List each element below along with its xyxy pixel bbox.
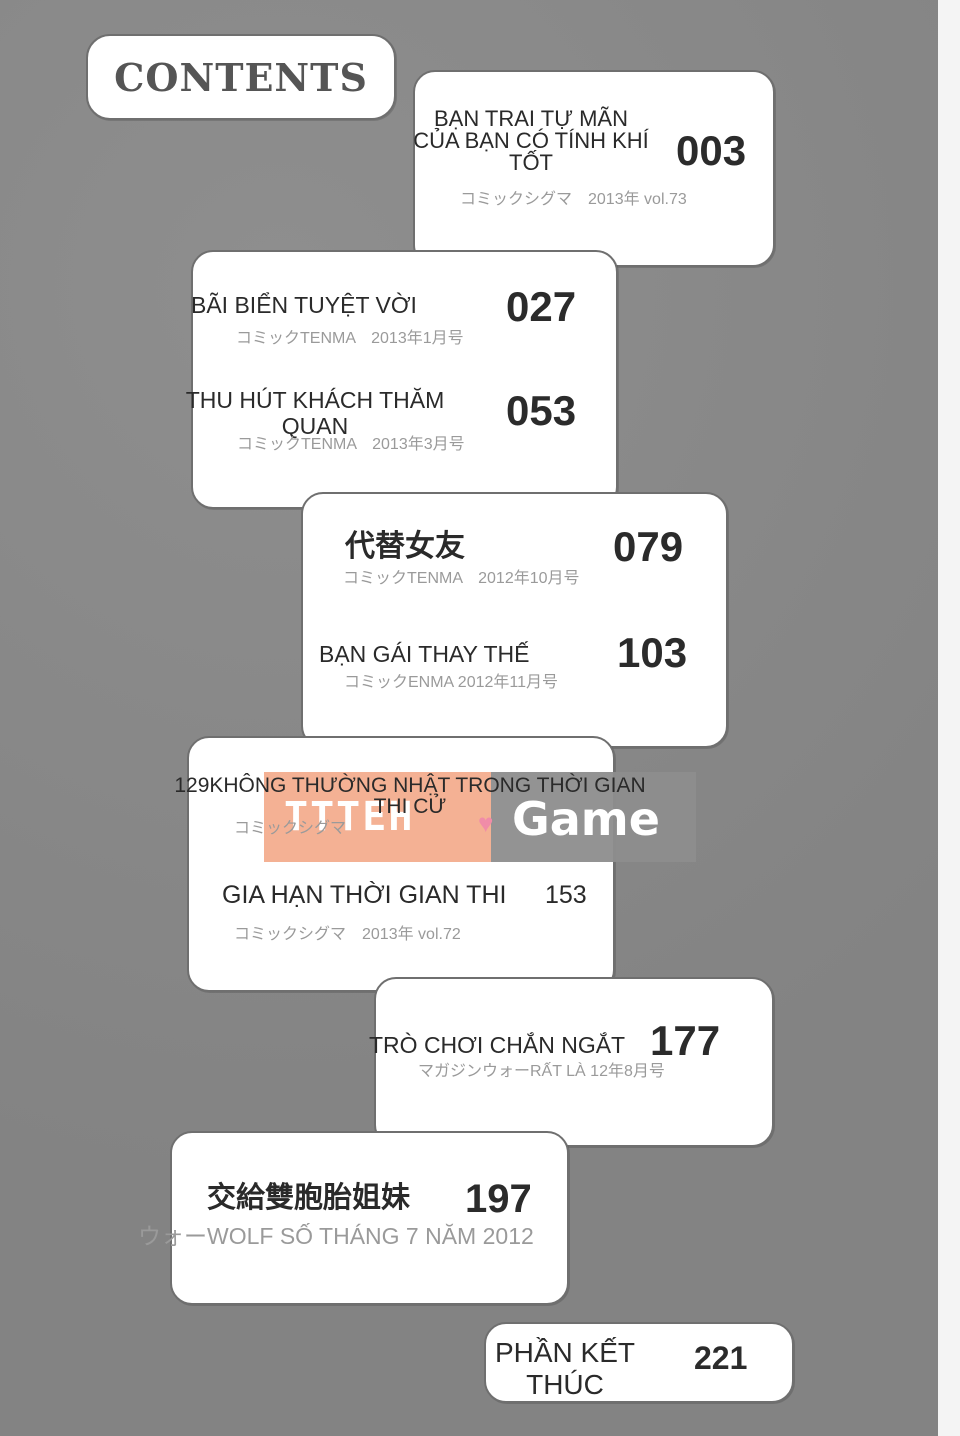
watermark-logo-text: TTTEH — [284, 794, 415, 840]
entry-title[interactable]: 129KHÔNG THƯỜNG NHẬT TRONG THỜI GIAN THI… — [174, 774, 646, 818]
entry-title[interactable]: 代替女友 — [345, 529, 465, 564]
entry-source: コミックシグマ 2013年 vol.73 — [460, 191, 687, 208]
entry-title[interactable]: PHẦN KẾT THÚC — [494, 1337, 636, 1400]
entry-title[interactable]: BÃI BIỂN TUYỆT VỜI — [191, 292, 417, 318]
toc-card-1 — [413, 70, 775, 267]
entry-page-number: 003 — [676, 127, 747, 174]
entry-title[interactable]: BẠN TRAI TỰ MÃN CỦA BẠN CÓ TÍNH KHÍ TỐT — [413, 106, 649, 175]
entry-page-number: 177 — [650, 1017, 721, 1064]
entry-source: ウォーWOLF SỐ THÁNG 7 NĂM 2012 — [138, 1223, 534, 1249]
entry-source: コミックTENMA 2013年1月号 — [236, 330, 464, 347]
entry-title[interactable]: 交給雙胞胎姐妹 — [207, 1180, 411, 1214]
contents-title: CONTENTS — [114, 54, 368, 100]
watermark-banner: TTTEH ♥ Game — [264, 772, 696, 862]
contents-header: CONTENTS — [86, 34, 396, 120]
entry-source: コミックシグマ 2013年 vol.72 — [234, 926, 461, 943]
entry-title[interactable]: TRÒ CHƠI CHẮN NGẮT — [369, 1032, 626, 1058]
entry-source: コミックTENMA 2013年3月号 — [237, 436, 465, 453]
toc-card-5 — [374, 977, 774, 1147]
toc-card-3 — [301, 492, 728, 748]
entry-page-number: 103 — [617, 629, 688, 676]
toc-card-7 — [484, 1322, 794, 1403]
entry-source: コミックENMA 2012年11月号 — [344, 674, 558, 691]
watermark-logo-panel — [264, 772, 491, 862]
page-edge — [938, 0, 960, 1436]
entry-page-number: 027 — [506, 283, 577, 330]
entry-title[interactable]: BẠN GÁI THAY THẾ — [319, 641, 530, 667]
entry-title[interactable]: GIA HẠN THỜI GIAN THI — [222, 881, 507, 909]
watermark-game-panel — [491, 772, 696, 862]
entry-source: コミックシグマ — [234, 820, 347, 837]
entry-title[interactable]: THU HÚT KHÁCH THĂM QUAN — [185, 387, 445, 439]
entry-source: コミックTENMA 2012年10月号 — [343, 570, 580, 587]
entry-page-number: 197 — [465, 1177, 532, 1221]
entry-page-number: 079 — [613, 523, 684, 570]
toc-card-2 — [191, 250, 618, 509]
watermark-game-text: Game — [512, 792, 660, 846]
heart-icon: ♥ — [478, 808, 494, 838]
entry-source: マガジンウォーRẤT LÀ 12年8月号 — [418, 1063, 665, 1080]
toc-card-6 — [170, 1131, 569, 1305]
entry-page-number: 053 — [506, 387, 577, 434]
entry-page-number: 221 — [694, 1340, 748, 1376]
entry-page-number: 153 — [545, 881, 587, 909]
